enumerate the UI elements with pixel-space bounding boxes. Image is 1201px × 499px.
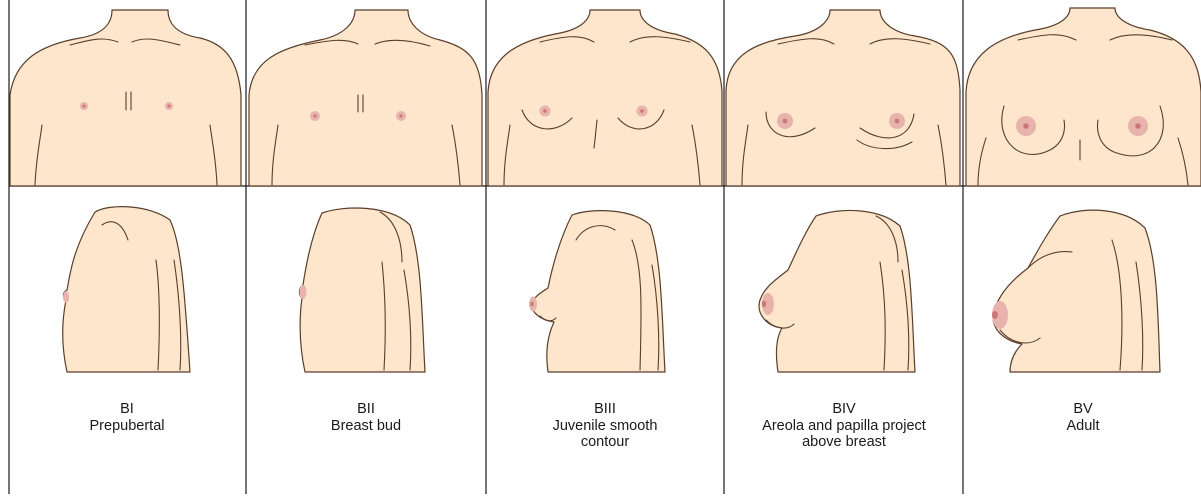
stage-4-description: Areola and papilla project above breast [759, 418, 929, 451]
stage-3-side-view [529, 211, 665, 372]
stage-1-description: Prepubertal [12, 418, 242, 435]
stage-2-caption: BII Breast bud [251, 401, 481, 434]
stage-4-side-view [759, 210, 915, 372]
stage-4-front-view [726, 10, 960, 186]
stage-2-front-view [249, 10, 482, 186]
stage-2-description: Breast bud [251, 418, 481, 435]
stage-1-front-view [10, 10, 241, 186]
stage-3-caption: BIII Juvenile smooth contour [490, 401, 720, 451]
stage-5-front-view [966, 8, 1201, 186]
stage-1-code: BI [12, 401, 242, 418]
stage-5-side-view [992, 210, 1160, 372]
stage-4-code: BIV [729, 401, 959, 418]
stage-1-side-view [63, 207, 190, 372]
stage-3-description: Juvenile smooth contour [540, 418, 670, 451]
stage-5-caption: BV Adult [968, 401, 1198, 434]
stage-1-caption: BI Prepubertal [12, 401, 242, 434]
stage-3-code: BIII [490, 401, 720, 418]
stage-3-front-view [488, 10, 722, 186]
stage-4-caption: BIV Areola and papilla project above bre… [729, 401, 959, 451]
stage-2-code: BII [251, 401, 481, 418]
stage-2-side-view [299, 208, 425, 372]
stage-5-code: BV [968, 401, 1198, 418]
stage-5-description: Adult [968, 418, 1198, 435]
